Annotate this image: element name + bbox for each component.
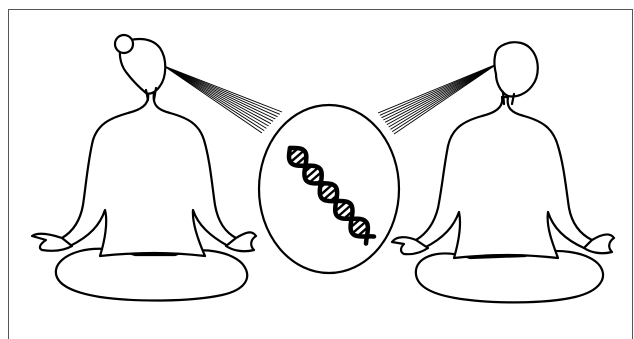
woman-hair-bun: [115, 35, 133, 53]
man-legs: [416, 251, 603, 302]
man-head: [495, 42, 538, 96]
dna-oval: [259, 105, 399, 273]
woman-legs: [56, 249, 247, 301]
